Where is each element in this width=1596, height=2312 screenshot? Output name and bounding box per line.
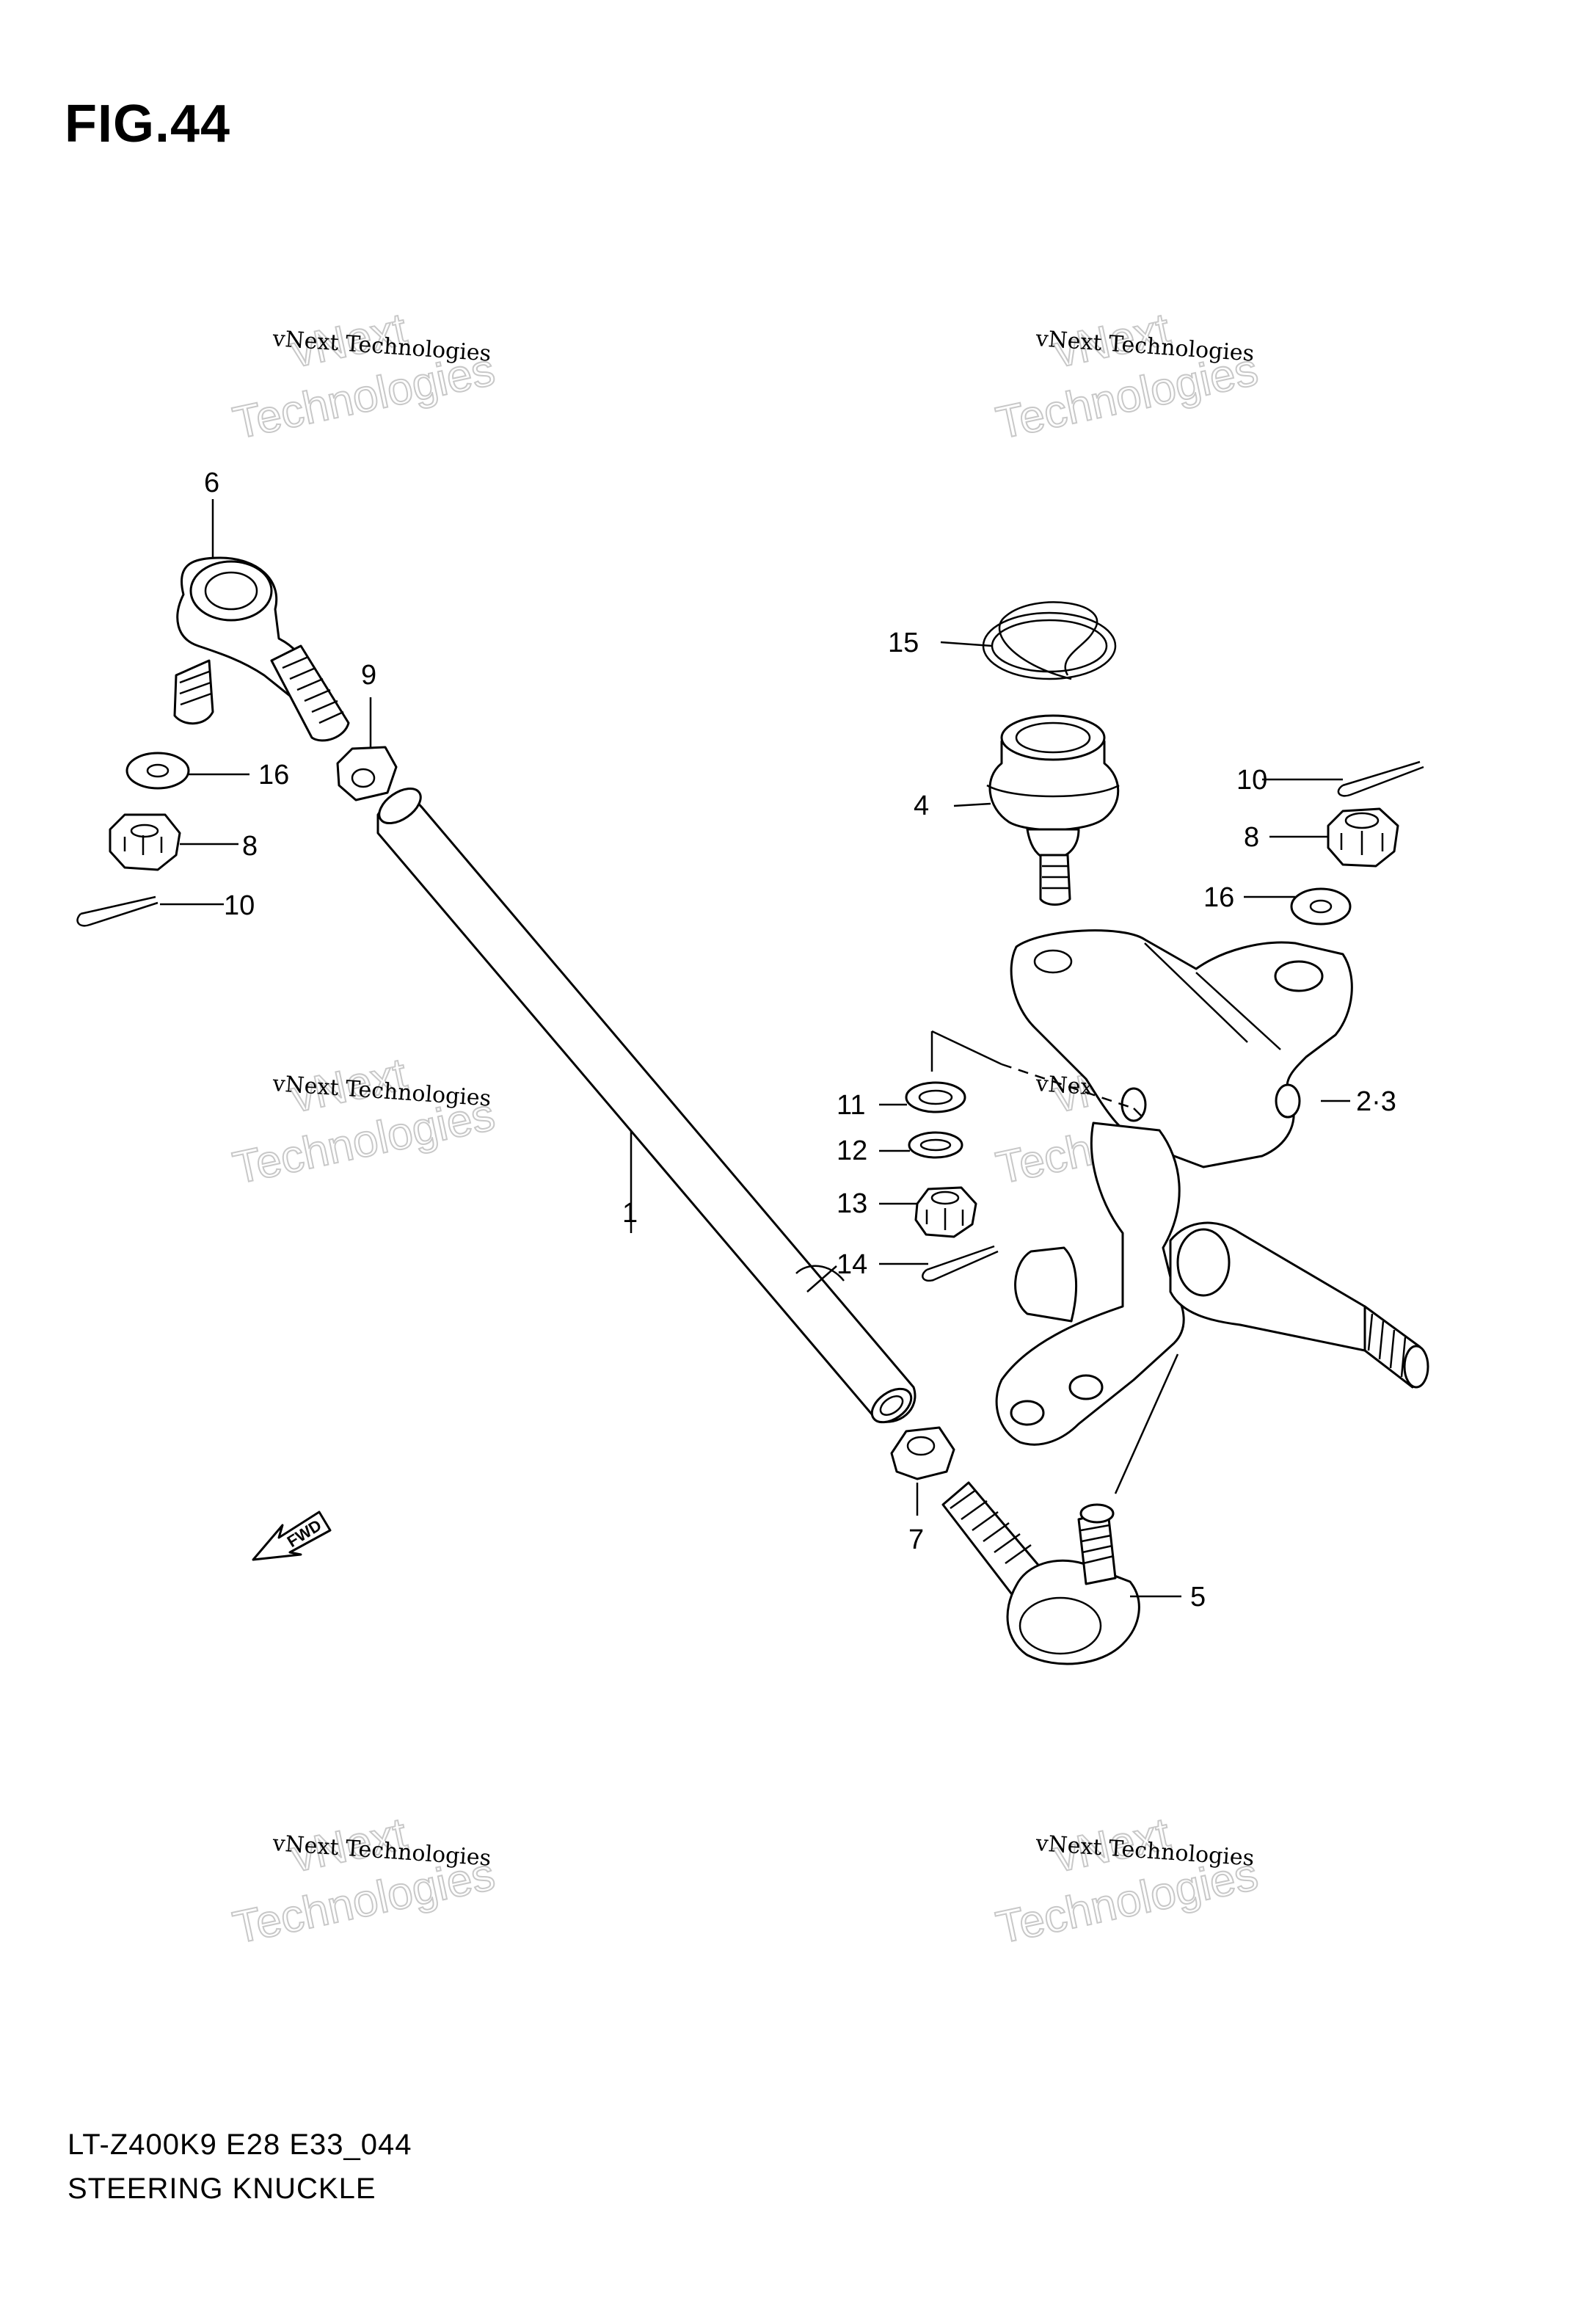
tie-rod-end-upper-part-6 <box>173 556 350 742</box>
ball-joint-part-4 <box>986 714 1120 906</box>
watermark-top-right: vNext Technologies vNext Technologies <box>991 303 1263 450</box>
callout-4: 4 <box>914 790 929 821</box>
callout-2-3: 2·3 <box>1356 1086 1396 1117</box>
callout-5: 5 <box>1190 1582 1206 1613</box>
callout-16-right: 16 <box>1203 882 1234 913</box>
washer-part-16-right <box>1290 887 1352 926</box>
castle-nut-part-8-left <box>109 813 181 871</box>
callout-16-left: 16 <box>258 760 289 790</box>
callout-9: 9 <box>361 660 376 691</box>
callout-8-left: 8 <box>242 831 258 862</box>
callout-labels: 6 9 16 8 10 1 7 5 15 4 10 8 16 2·3 11 12… <box>204 468 1396 1613</box>
callout-11: 11 <box>837 1090 865 1121</box>
castle-nut-part-13 <box>914 1186 977 1238</box>
callout-7: 7 <box>908 1524 924 1555</box>
watermark-bottom-left: vNext Technologies vNext Technologies <box>228 1808 500 1955</box>
callout-12: 12 <box>837 1135 867 1166</box>
circlip-part-15 <box>982 601 1117 680</box>
watermark-bottom-right: vNext Technologies vNext Technologies <box>991 1808 1263 1955</box>
callout-10-left: 10 <box>224 890 255 921</box>
washer-part-11 <box>905 1081 966 1113</box>
castle-nut-part-8-right <box>1327 807 1399 868</box>
figure-title: FIG.44 <box>65 95 231 153</box>
callout-13: 13 <box>837 1188 867 1219</box>
watermark-mid-left: vNext Technologies vNext Technologies <box>228 1048 500 1195</box>
callout-14: 14 <box>837 1249 867 1280</box>
tie-rod-part-1 <box>376 787 917 1424</box>
cotter-pin-part-10-right <box>1337 760 1424 797</box>
figure-name: STEERING KNUCKLE <box>68 2173 376 2205</box>
callout-6: 6 <box>204 468 219 498</box>
steering-knuckle-part-2-3 <box>995 929 1429 1446</box>
forward-direction-arrow: FWD <box>252 1511 332 1561</box>
cotter-pin-part-10-left <box>76 895 158 927</box>
assembly-lines <box>930 1030 1142 1116</box>
callout-8-right: 8 <box>1244 822 1259 853</box>
callout-1: 1 <box>622 1198 638 1229</box>
nut-part-7 <box>890 1426 955 1480</box>
tie-rod-end-lower-part-5 <box>941 1481 1140 1665</box>
leader-lines <box>160 499 1350 1598</box>
cotter-pin-part-14 <box>922 1245 999 1282</box>
callout-10-right: 10 <box>1236 765 1267 796</box>
nut-part-9 <box>336 746 398 801</box>
model-code: LT-Z400K9 E28 E33_044 <box>68 2129 412 2161</box>
washer-part-16-left <box>125 752 190 790</box>
washer-part-12 <box>908 1131 963 1159</box>
callout-15: 15 <box>888 628 919 658</box>
watermark-top-left: vNext Technologies vNext Technologies <box>228 303 500 450</box>
